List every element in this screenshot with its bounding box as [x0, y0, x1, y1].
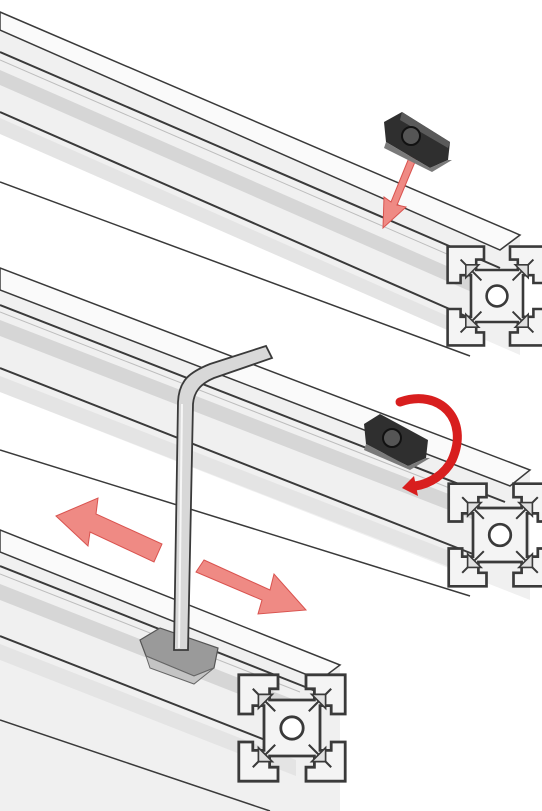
hex-key-icon: [173, 344, 274, 651]
top-profile: [0, 11, 542, 357]
t-slot-nut-icon: [139, 627, 219, 685]
insert-arrow: [382, 147, 421, 230]
t-slot-nut-icon: [364, 414, 430, 470]
t-slot-nut-icon: [384, 112, 452, 172]
rotate-arrow-icon: [395, 394, 462, 496]
slide-arrow-left-icon: [55, 497, 163, 563]
slide-arrow-right-icon: [195, 559, 308, 615]
